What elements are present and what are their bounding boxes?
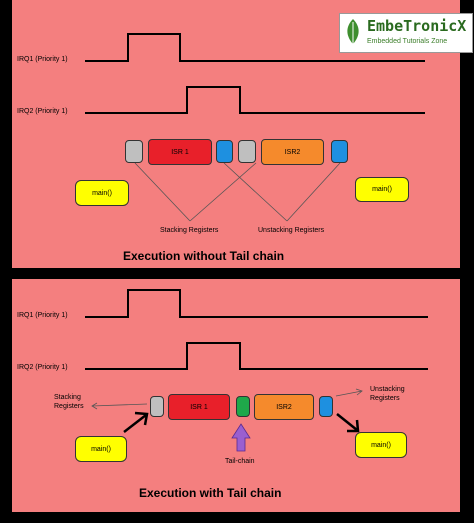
irq2-label-bottom: IRQ2 (Priority 1) xyxy=(17,364,68,371)
embetronicx-logo: EmbeTronicX Embedded Tutorials Zone xyxy=(339,13,473,53)
irq1-waveform-top xyxy=(85,33,425,62)
irq1-label-bottom: IRQ1 (Priority 1) xyxy=(17,312,68,319)
unstack-block-bottom xyxy=(319,396,333,417)
logo-name: EmbeTronicX xyxy=(367,17,467,35)
unstack-block-top-2 xyxy=(331,140,348,163)
tail-chain-label: Tail-chain xyxy=(225,458,255,465)
isr2-block-top: ISR2 xyxy=(261,139,324,165)
irq1-label-top: IRQ1 (Priority 1) xyxy=(17,56,68,63)
irq2-waveform-top xyxy=(85,86,425,114)
unstack-to-main-arrowhead xyxy=(347,419,360,433)
stacking-label-line1-bottom: Stacking xyxy=(54,394,81,401)
stack-block-top xyxy=(125,140,143,163)
main-to-stack-arrow xyxy=(123,414,147,433)
irq2-waveform-bottom xyxy=(85,342,428,370)
main-box-left-bottom: main() xyxy=(75,436,127,462)
isr1-block-top: ISR 1 xyxy=(148,139,212,165)
panel-without-tail-chain: EmbeTronicX Embedded Tutorials Zone xyxy=(12,0,473,268)
main-box-left-top: main() xyxy=(75,180,129,206)
leaf-icon xyxy=(347,19,359,44)
stacking-line-right xyxy=(189,162,257,222)
title-with-tail-chain: Execution with Tail chain xyxy=(139,486,282,500)
tail-chain-arrow xyxy=(231,423,251,452)
unstacking-arrow xyxy=(335,390,363,397)
irq2-label-top: IRQ2 (Priority 1) xyxy=(17,108,68,115)
stack-block-top-2 xyxy=(238,140,256,163)
isr2-block-bottom: ISR2 xyxy=(254,394,314,420)
main-box-right-bottom: main() xyxy=(355,432,407,458)
unstacking-label-line2-bottom: Registers xyxy=(370,395,400,402)
stack-block-bottom xyxy=(150,396,164,417)
unstacking-line-right xyxy=(286,162,341,222)
unstack-block-top xyxy=(216,140,233,163)
main-to-stack-arrowhead xyxy=(134,411,149,426)
stacking-arrowhead xyxy=(91,402,98,410)
logo-tagline: Embedded Tutorials Zone xyxy=(367,38,448,45)
irq1-waveform-bottom xyxy=(85,289,428,318)
stacking-registers-label-top: Stacking Registers xyxy=(160,227,219,234)
main-box-right-top: main() xyxy=(355,177,409,202)
unstack-to-main-arrow xyxy=(336,413,358,431)
stacking-arrow xyxy=(91,403,148,407)
title-without-tail-chain: Execution without Tail chain xyxy=(123,249,285,263)
unstacking-registers-label-top: Unstacking Registers xyxy=(258,227,325,234)
isr1-block-bottom: ISR 1 xyxy=(168,394,230,420)
unstacking-arrowhead xyxy=(355,388,363,396)
stacking-line-left xyxy=(134,162,191,222)
unstacking-label-line1-bottom: Unstacking xyxy=(370,386,405,393)
tail-chain-block xyxy=(236,396,250,417)
unstacking-line-left xyxy=(223,162,288,222)
stacking-label-line2-bottom: Registers xyxy=(54,403,84,410)
